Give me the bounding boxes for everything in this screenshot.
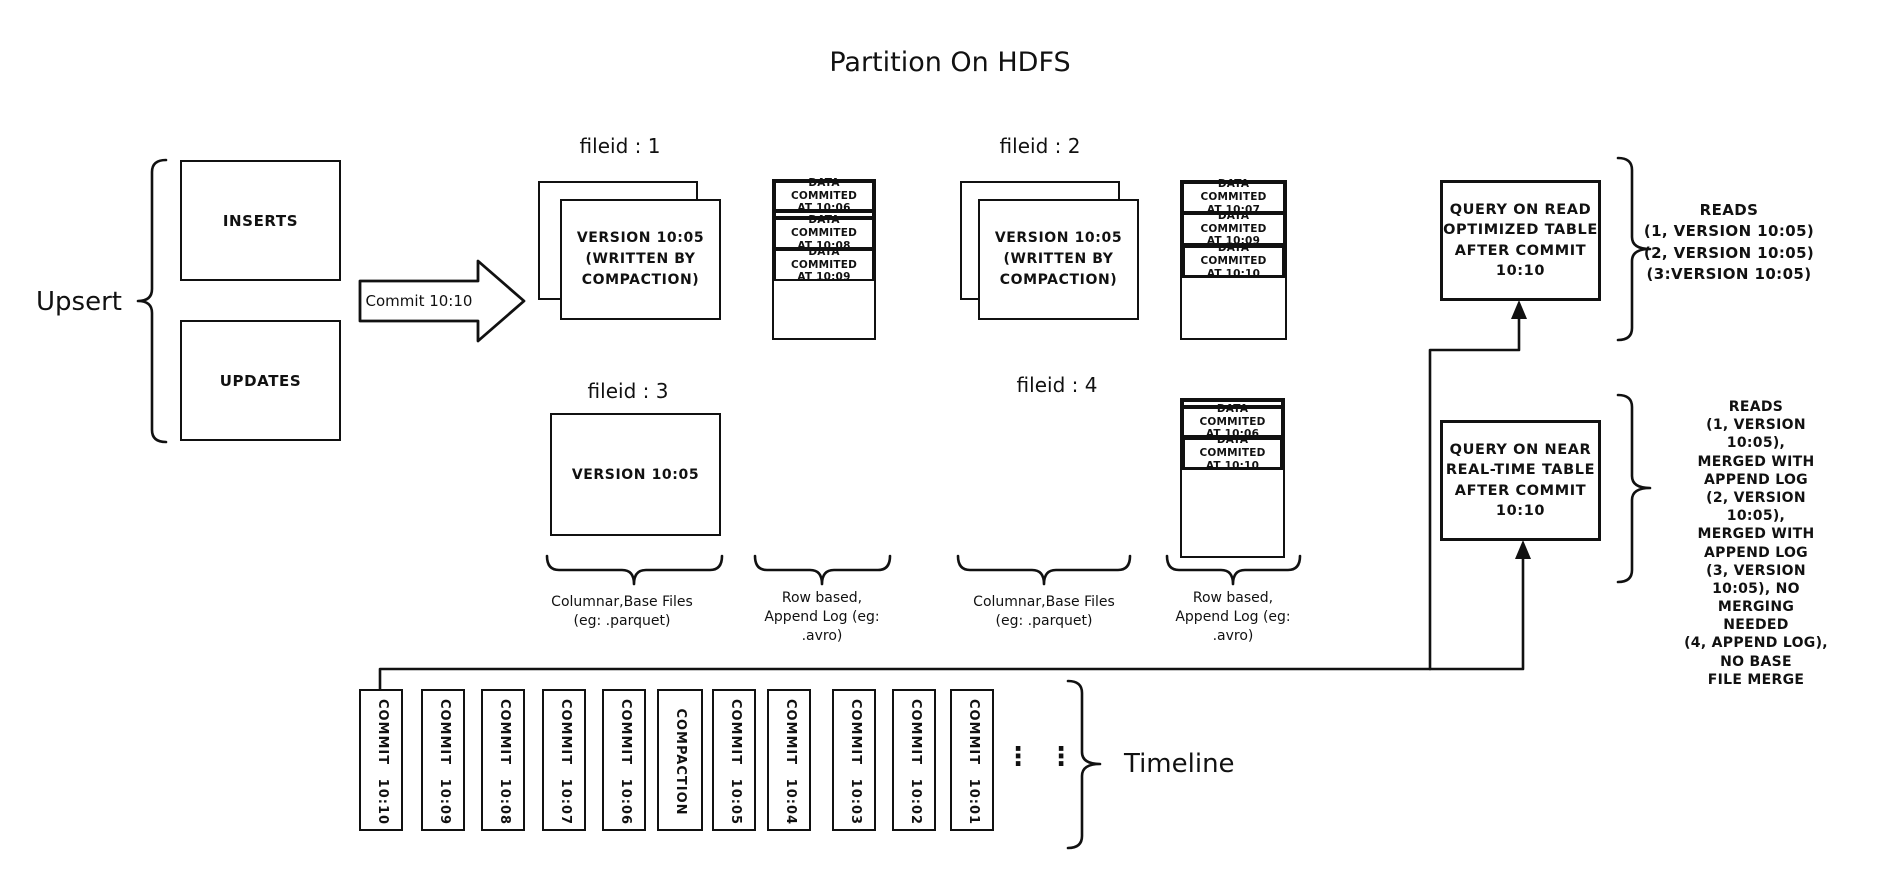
updates-label: UPDATES <box>219 371 302 390</box>
arrowhead-near-realtime <box>1515 540 1531 559</box>
reads-near-realtime-text: READS (1, VERSION 10:05), MERGED WITH AP… <box>1684 399 1828 688</box>
fileid-2-base-file: VERSION 10:05 (WRITTEN BY COMPACTION) <box>978 199 1139 320</box>
columnar-brace-2 <box>956 554 1132 586</box>
timeline-box-commit-1010: COMMIT 10:10 <box>359 689 403 831</box>
reads-read-optimized-text: READS (1, VERSION 10:05) (2, VERSION 10:… <box>1643 201 1815 283</box>
log1-divider-strip <box>774 211 874 218</box>
log1-seg-1006: DATA COMMITED AT 10:06 <box>774 177 874 214</box>
timeline-box-commit-1002: COMMIT 10:02 <box>892 689 936 831</box>
timeline-box-commit-1006: COMMIT 10:06 <box>602 689 646 831</box>
fileid-2-append-log: DATA COMMITED AT 10:07 DATA COMMITED AT … <box>1180 178 1287 340</box>
upsert-label: Upsert <box>36 287 122 317</box>
commit-arrow-label: Commit 10:10 <box>365 292 473 310</box>
rowbased-caption-1: Row based, Append Log (eg: .avro) <box>764 590 880 644</box>
log4-seg-1010: DATA COMMITED AT 10:10 <box>1182 434 1283 472</box>
timeline-box-commit-1008: COMMIT 10:08 <box>481 689 525 831</box>
arrowhead-read-optimized <box>1511 300 1527 319</box>
timeline-box-compaction: COMPACTION <box>657 689 703 831</box>
fileid-1-base-text: VERSION 10:05 (WRITTEN BY COMPACTION) <box>576 230 705 288</box>
updates-box: UPDATES <box>180 320 341 441</box>
upsert-brace <box>136 158 168 444</box>
log2-seg-1009: DATA COMMITED AT 10:09 <box>1182 210 1285 247</box>
fileid-2-label: fileid : 2 <box>999 134 1081 158</box>
fileid-4-label: fileid : 4 <box>1016 373 1098 397</box>
reads-brace-read-optimized <box>1616 156 1652 342</box>
fileid-3-base-text: VERSION 10:05 <box>571 466 700 483</box>
fileid-1-base-file: VERSION 10:05 (WRITTEN BY COMPACTION) <box>560 199 721 320</box>
timeline-box-commit-1001: COMMIT 10:01 <box>950 689 994 831</box>
timeline-box-commit-1009: COMMIT 10:09 <box>421 689 465 831</box>
timeline-brace <box>1066 679 1102 850</box>
timeline-label: Timeline <box>1124 749 1235 779</box>
timeline-box-commit-1004: COMMIT 10:04 <box>767 689 811 831</box>
inserts-label: INSERTS <box>222 211 299 230</box>
fileid-4-append-log: DATA COMMITED AT 10:06 DATA COMMITED AT … <box>1180 398 1285 558</box>
query-read-optimized-text: QUERY ON READ OPTIMIZED TABLE AFTER COMM… <box>1443 201 1598 279</box>
query-near-realtime-text: QUERY ON NEAR REAL-TIME TABLE AFTER COMM… <box>1445 441 1596 519</box>
timeline-box-commit-1003: COMMIT 10:03 <box>832 689 876 831</box>
timeline-ellipsis-2: ⋮ <box>1048 742 1074 772</box>
timeline-to-queries-connector <box>378 555 1525 691</box>
log1-seg-1009: DATA COMMITED AT 10:09 <box>774 246 874 283</box>
log2-seg-1010: DATA COMMITED AT 10:10 <box>1182 242 1285 280</box>
branch-to-read-optimized-connector <box>1428 315 1521 671</box>
fileid-3-label: fileid : 3 <box>587 379 669 403</box>
columnar-caption-1: Columnar,Base Files (eg: .parquet) <box>551 594 693 629</box>
columnar-caption-2: Columnar,Base Files (eg: .parquet) <box>973 594 1115 629</box>
fileid-3-base-file: VERSION 10:05 <box>550 413 721 536</box>
timeline-box-commit-1005: COMMIT 10:05 <box>712 689 756 831</box>
fileid-2-base-text: VERSION 10:05 (WRITTEN BY COMPACTION) <box>994 230 1123 288</box>
rowbased-brace-1 <box>753 554 892 586</box>
page-title: Partition On HDFS <box>829 47 1071 78</box>
rowbased-brace-2 <box>1165 554 1302 586</box>
log2-seg-1007: DATA COMMITED AT 10:07 <box>1182 178 1285 216</box>
timeline-ellipsis-1: ⋮ <box>1005 742 1031 772</box>
reads-brace-near-realtime <box>1616 393 1652 584</box>
query-read-optimized-box: QUERY ON READ OPTIMIZED TABLE AFTER COMM… <box>1440 180 1601 301</box>
log1-seg-1008: DATA COMMITED AT 10:08 <box>774 214 874 252</box>
rowbased-caption-2: Row based, Append Log (eg: .avro) <box>1175 590 1291 644</box>
fileid-1-label: fileid : 1 <box>579 134 661 158</box>
query-near-realtime-box: QUERY ON NEAR REAL-TIME TABLE AFTER COMM… <box>1440 420 1601 541</box>
inserts-box: INSERTS <box>180 160 341 281</box>
fileid-1-append-log: DATA COMMITED AT 10:06 DATA COMMITED AT … <box>772 177 876 340</box>
timeline-box-commit-1007: COMMIT 10:07 <box>542 689 586 831</box>
commit-block-arrow <box>358 259 526 343</box>
log4-top-strip <box>1182 400 1283 407</box>
columnar-brace-1 <box>545 554 724 586</box>
log4-seg-1006: DATA COMMITED AT 10:06 <box>1182 403 1283 440</box>
